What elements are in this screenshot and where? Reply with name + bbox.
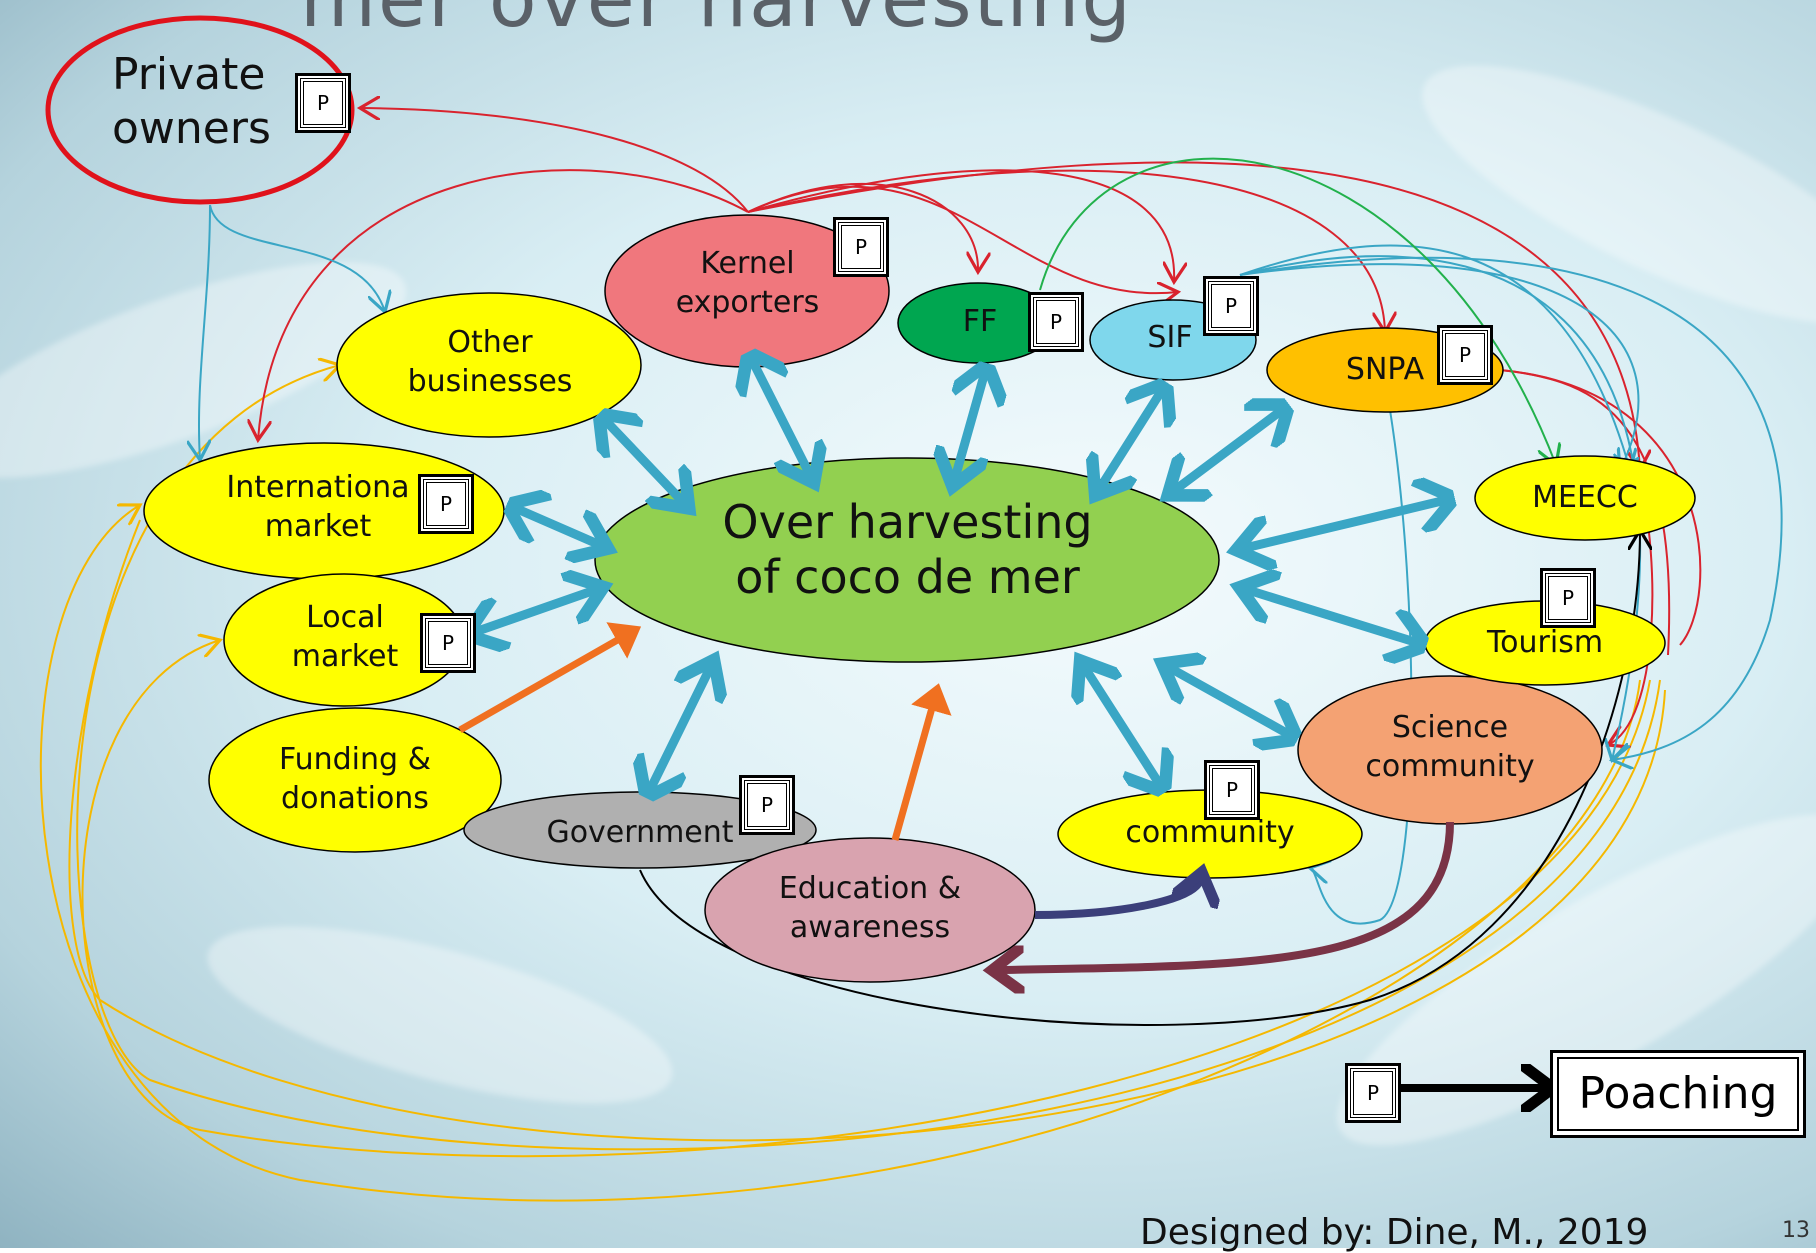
bidirectional-arrows: [475, 360, 1446, 790]
p-marker: P: [1033, 297, 1079, 347]
slide-title: mer over harvesting: [300, 0, 1133, 45]
funding-donations-ellipse: [208, 707, 502, 853]
designer-credit: Designed by: Dine, M., 2019: [1140, 1212, 1649, 1253]
p-marker: P: [838, 222, 884, 272]
p-marker: P: [1350, 1068, 1396, 1118]
community-label: community: [1125, 815, 1295, 850]
private-owners-ellipse: [45, 15, 355, 205]
p-marker: P: [1208, 281, 1254, 331]
education-awareness-ellipse: [704, 837, 1036, 983]
meecc-ellipse: [1474, 455, 1696, 541]
yellow-feedback-links: [39, 365, 1666, 1202]
snpa-label: SNPA: [1345, 352, 1425, 387]
orange-inflow-arrows: [458, 622, 952, 841]
ff-label: FF: [962, 304, 998, 339]
funding-donations-label: Funding &donations: [278, 742, 431, 816]
p-marker: P: [300, 78, 346, 128]
slide-number: 13: [1782, 1218, 1810, 1243]
p-marker: P: [1442, 330, 1488, 380]
p-marker: P: [425, 618, 471, 668]
government-label: Government: [546, 815, 734, 850]
tourism-label: Tourism: [1486, 625, 1604, 660]
poaching-box: Poaching: [1550, 1050, 1806, 1138]
p-marker: P: [423, 479, 469, 529]
p-marker: P: [1209, 765, 1255, 815]
other-businesses-ellipse: [336, 292, 642, 438]
p-marker: P: [1545, 573, 1591, 623]
science-to-education-arrow: [1000, 821, 1454, 970]
p-marker: P: [744, 780, 790, 830]
sif-label: SIF: [1147, 320, 1193, 355]
education-to-community-arrow: [1034, 880, 1200, 919]
education-awareness-label: Education &awareness: [778, 871, 962, 945]
meecc-label: MEECC: [1532, 480, 1638, 515]
